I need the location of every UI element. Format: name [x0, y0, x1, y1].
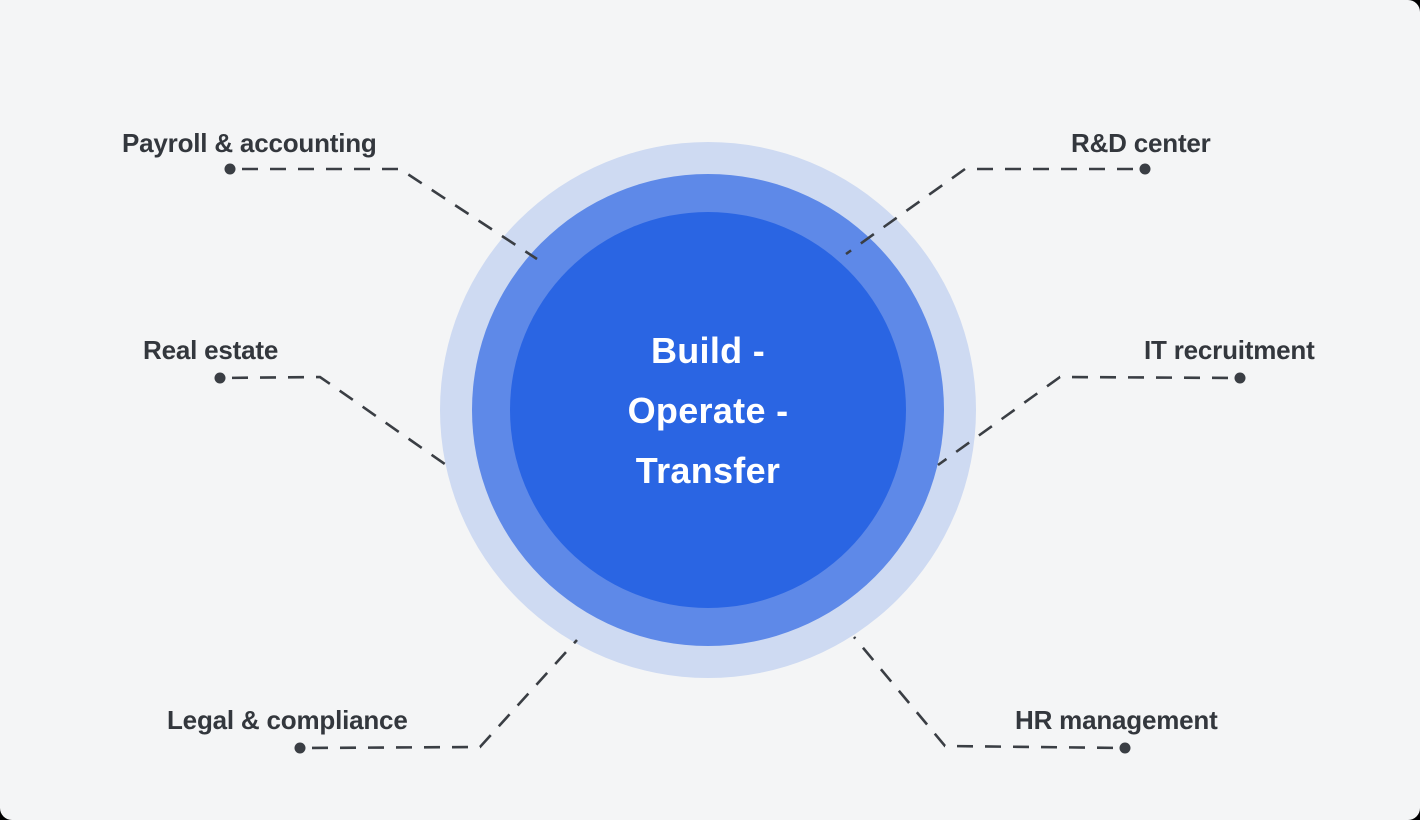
connector-dot-it-recruitment — [1234, 372, 1246, 384]
node-label-it-recruitment: IT recruitment — [1144, 335, 1315, 365]
center-label-line-2: Operate - — [627, 390, 789, 431]
center-label-line-1: Build - — [650, 330, 766, 371]
connector-dot-real-estate — [214, 372, 226, 384]
connector-dot-legal-compliance — [294, 742, 306, 754]
connector-dot-payroll-accounting — [224, 163, 236, 175]
node-label-hr-management: HR management — [1015, 705, 1218, 735]
center-label-line-3: Transfer — [635, 450, 781, 491]
connector-line-real-estate — [219, 375, 453, 471]
connector-line-it-recruitment — [937, 375, 1241, 467]
center-circle-label: Build - Operate - Transfer — [558, 321, 858, 501]
connector-dot-rd-center — [1139, 163, 1151, 175]
core-circle — [510, 212, 906, 608]
connector-line-legal-compliance — [299, 639, 578, 750]
connector-line-payroll-accounting — [230, 167, 538, 261]
node-label-payroll-accounting: Payroll & accounting — [122, 128, 377, 158]
connector-line-hr-management — [853, 636, 1126, 750]
node-label-legal-compliance: Legal & compliance — [167, 705, 408, 735]
connector-line-rd-center — [845, 167, 1145, 256]
node-label-real-estate: Real estate — [143, 335, 279, 365]
node-label-rd-center: R&D center — [1071, 128, 1211, 158]
connector-dot-hr-management — [1119, 742, 1131, 754]
